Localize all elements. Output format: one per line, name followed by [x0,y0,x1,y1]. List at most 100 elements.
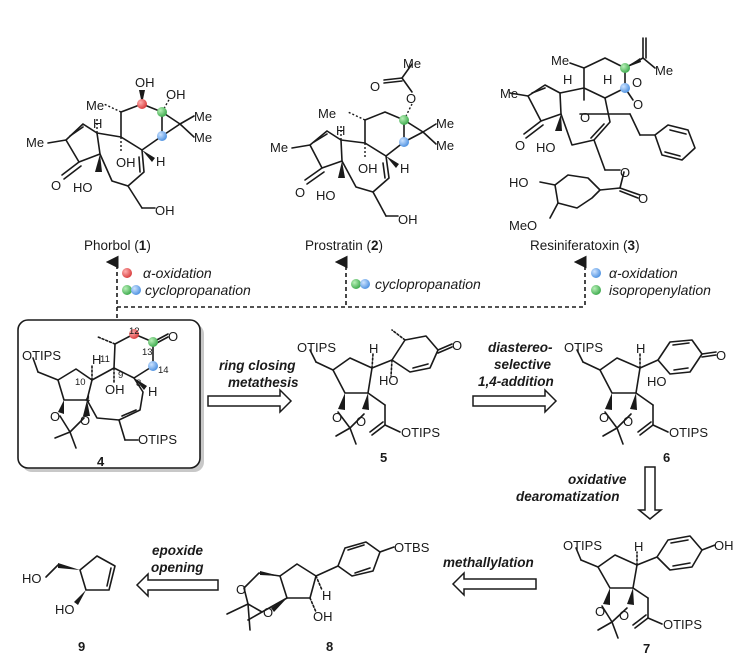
me-label: Me [551,53,569,68]
h-label: H [93,116,102,131]
retrosynthesis-connectors [105,255,587,318]
oh-label: OH [358,161,378,176]
otips-label: OTIPS [22,348,61,363]
me-label: Me [194,130,212,145]
h-label: H [92,352,101,367]
step-label: diastereo- [488,340,553,355]
o-label: O [332,410,342,425]
compound-number-5: 5 [380,450,387,465]
me-label: Me [318,106,336,121]
otips-label: OTIPS [401,425,440,440]
oh-label: OH [714,538,734,553]
compound-number-7: 7 [643,641,650,656]
locant-4: 4 [85,394,90,405]
h-label: H [634,539,643,554]
h-label: H [636,341,645,356]
green-marker-icon [122,285,132,295]
o-label: O [632,75,642,90]
blue-marker-icon [591,268,601,278]
compound-number-9: 9 [78,639,85,654]
locant-10: 10 [75,377,86,388]
phorbol-name: Phorbol (1) [84,238,151,253]
ho-label: HO [379,373,399,388]
ho-label: HO [316,188,336,203]
compound-number-4: 4 [97,454,105,469]
otips-label: OTIPS [669,425,708,440]
h-label: H [369,341,378,356]
me-label: Me [436,116,454,131]
green-marker-icon [591,285,601,295]
me-label: Me [655,63,673,78]
step-label: ring closing [219,358,296,373]
ho-label: HO [73,180,93,195]
ho-label: HO [22,571,42,586]
otbs-label: OTBS [394,540,430,555]
retro-arrow-icon [207,388,293,414]
me-label: Me [500,86,518,101]
compound-number-8: 8 [326,639,333,654]
o-label: O [599,410,609,425]
ho-label: HO [509,175,529,190]
retro-arrow-icon [636,466,664,520]
step-label: selective [494,357,552,372]
me-label: Me [403,56,421,71]
step-methallylation: methallylation [443,555,537,597]
phorbol-annotation: α-oxidation cyclopropanation [122,265,251,298]
oh-label: OH [105,382,125,397]
locant-13: 13 [142,347,153,358]
step-label: metathesis [228,375,299,390]
otips-label: OTIPS [138,432,177,447]
blue-marker-icon [131,285,141,295]
phorbol-structure: Me O HO OH OH H H Me OH OH Me Me [26,75,212,218]
prostratin-name: Prostratin (2) [305,238,383,253]
compound-4-box: OTIPS O OH H H OTIPS O O 12 13 14 11 9 1… [17,319,204,472]
o-label: O [595,604,605,619]
locant-14: 14 [158,365,169,376]
step-label: methallylation [443,555,534,570]
me-label: Me [436,138,454,153]
me-label: Me [194,109,212,124]
compound-5-structure: OTIPS O H HO O O OTIPS 5 [297,329,462,465]
compound-6-structure: OTIPS O H HO O O OTIPS 6 [564,339,726,465]
step-epoxide-opening: epoxide opening [135,543,219,598]
annotation-text: α-oxidation [143,265,212,281]
annotation-text: α-oxidation [609,265,678,281]
oh-label: OH [116,155,136,170]
h-label: H [322,588,331,603]
resiniferatoxin-structure: Me O HO Me Me O O O H H O O HO MeO [500,37,696,233]
locant-11: 11 [100,354,110,365]
h-label: H [336,123,345,138]
step-label: epoxide [152,543,204,558]
ho-label: HO [55,602,75,617]
compound-number-6: 6 [663,450,670,465]
annotation-text: cyclopropanation [375,276,481,292]
otips-label: OTIPS [297,340,336,355]
me-label: Me [86,98,104,113]
ho-label: HO [647,374,667,389]
h-label: H [563,72,572,87]
o-label: O [620,165,630,180]
o-label: O [51,178,61,193]
o-label: O [370,79,380,94]
step-label: opening [151,560,204,575]
prostratin-structure: Me O HO OH OH H H Me O O Me Me Me [270,56,454,227]
otips-label: OTIPS [663,617,702,632]
h-label: H [400,161,409,176]
o-label: O [638,191,648,206]
step-ring-closing-metathesis: ring closing metathesis [207,358,299,414]
otips-label: OTIPS [564,340,603,355]
locant-8: 8 [136,378,141,389]
compound-8-structure: OTBS O O H OH 8 [226,540,430,654]
o-label: O [295,185,305,200]
locant-9: 9 [118,370,123,381]
ho-label: HO [536,140,556,155]
oh-label: OH [155,203,175,218]
oh-label: OH [313,609,333,624]
step-label: oxidative [568,472,627,487]
o-label: O [452,338,462,353]
annotation-text: cyclopropanation [145,282,251,298]
oh-label: OH [135,75,155,90]
o-label: O [619,608,629,623]
retro-arrow-icon [472,388,558,414]
